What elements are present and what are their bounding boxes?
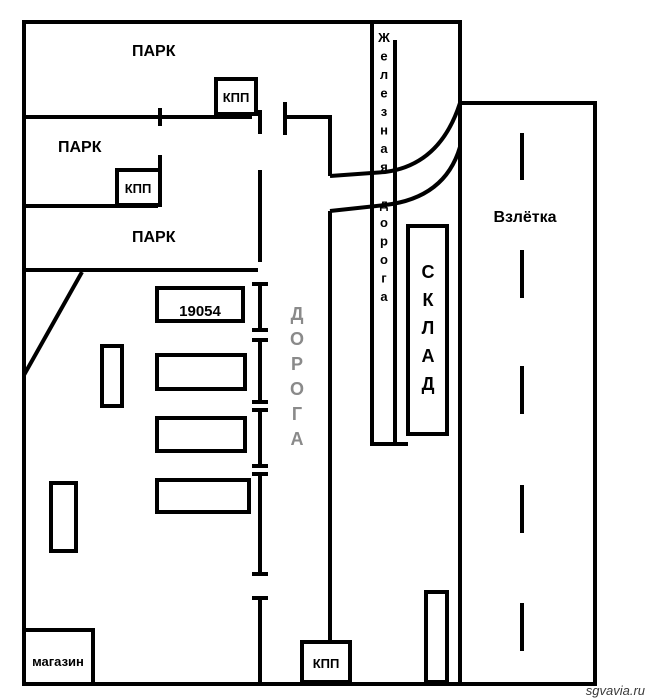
railway-left-rail	[370, 22, 408, 446]
road-letter: О	[290, 329, 304, 349]
kpp-bottom-box	[300, 640, 352, 684]
road-letter: Д	[291, 304, 304, 324]
runway-strip	[458, 101, 597, 686]
taxiway-upper	[329, 102, 462, 178]
warehouse-letter: А	[422, 346, 435, 366]
kpp-label-bottom: КПП	[313, 656, 340, 671]
railway-letter: л	[380, 67, 388, 82]
park-label-top: ПАРК	[132, 43, 176, 60]
runway-label: Взлётка	[493, 209, 556, 226]
gate-road	[287, 115, 332, 176]
building-2	[155, 353, 247, 391]
railway-letter: е	[380, 49, 387, 64]
railway-letter: а	[380, 141, 388, 156]
building-right-bottom	[424, 590, 449, 684]
railway-letter: о	[380, 215, 388, 230]
kpp-top-box	[214, 77, 258, 116]
taxiway-lower	[329, 146, 462, 213]
building-19054	[155, 286, 245, 323]
road-letter: О	[290, 379, 304, 399]
kpp-label-top: КПП	[223, 90, 250, 105]
warehouse-letter: Д	[422, 374, 435, 394]
warehouse-letter: Л	[422, 318, 435, 338]
railway-letter: н	[380, 123, 388, 138]
building-small-upper	[100, 344, 124, 408]
kpp-mid-box	[115, 168, 162, 207]
diagonal-path	[22, 271, 84, 376]
road-letter: Г	[292, 404, 302, 424]
railway-letter: з	[381, 104, 388, 119]
railway-letter: д	[380, 197, 389, 212]
warehouse-letter: С	[422, 262, 435, 282]
shop-label: магазин	[32, 654, 84, 669]
railway-letter: а	[380, 289, 388, 304]
kpp-label-mid: КПП	[125, 181, 152, 196]
road-dashes	[252, 110, 268, 684]
railway-letter: е	[380, 86, 387, 101]
warehouse-letter: К	[423, 290, 435, 310]
railway-letter: о	[380, 252, 388, 267]
park-label-mid: ПАРК	[58, 139, 102, 156]
railway-letter: г	[381, 271, 387, 286]
railway-letter: я	[380, 160, 388, 175]
building-number-label: 19054	[179, 303, 221, 320]
railway-letter: р	[380, 234, 388, 249]
warehouse-box	[406, 224, 449, 436]
building-3	[155, 416, 247, 453]
watermark: sgvavia.ru	[586, 683, 645, 698]
road-letter: Р	[291, 354, 303, 374]
building-4	[155, 478, 251, 514]
shop-box	[22, 628, 95, 686]
railway-letter: Ж	[377, 30, 390, 45]
road-letter: А	[291, 429, 304, 449]
park-label-low: ПАРК	[132, 229, 176, 246]
building-small-lower	[49, 481, 78, 553]
